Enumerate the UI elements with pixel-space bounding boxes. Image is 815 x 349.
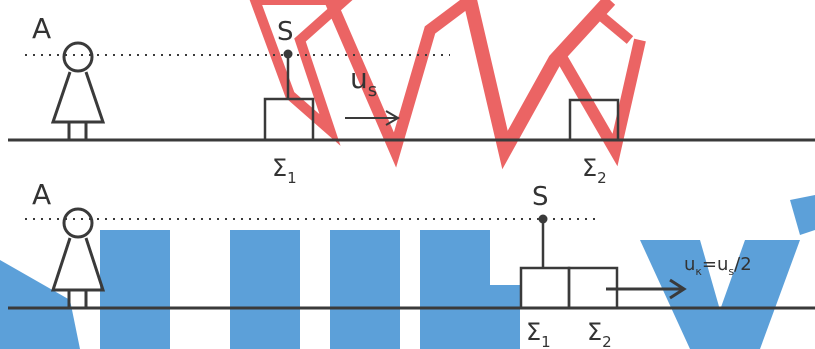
top-block-sigma2 xyxy=(568,98,620,142)
watermark-red-logo xyxy=(249,0,646,170)
top-sigma2-label: Σ2 xyxy=(582,154,607,187)
bottom-sigma1-label: Σ1 xyxy=(526,318,551,349)
bottom-sigma2-label: Σ2 xyxy=(587,318,612,349)
top-source-dot xyxy=(283,49,293,59)
top-sigma1-label: Σ1 xyxy=(272,154,297,187)
bottom-block-sigma1 xyxy=(519,266,571,310)
bottom-observer-label: A xyxy=(32,178,51,211)
bottom-velocity-arrow xyxy=(606,278,687,300)
top-observer-label: A xyxy=(32,12,51,45)
top-velocity-label: us xyxy=(350,62,377,101)
bottom-observer-figure xyxy=(50,207,106,308)
top-source-label: S xyxy=(277,17,294,47)
bottom-scene: A S uκ=us/2 Σ1 Σ2 xyxy=(8,178,815,349)
watermark-blue-logo xyxy=(0,195,815,349)
top-block-sigma1 xyxy=(263,97,315,142)
bottom-velocity-label: uκ=us/2 xyxy=(684,254,752,278)
bottom-source-label: S xyxy=(532,182,549,212)
bottom-source-dot xyxy=(538,214,548,224)
top-velocity-arrow xyxy=(345,110,400,126)
top-scene: A S us Σ1 Σ2 xyxy=(8,12,815,187)
top-observer-figure xyxy=(50,41,106,140)
